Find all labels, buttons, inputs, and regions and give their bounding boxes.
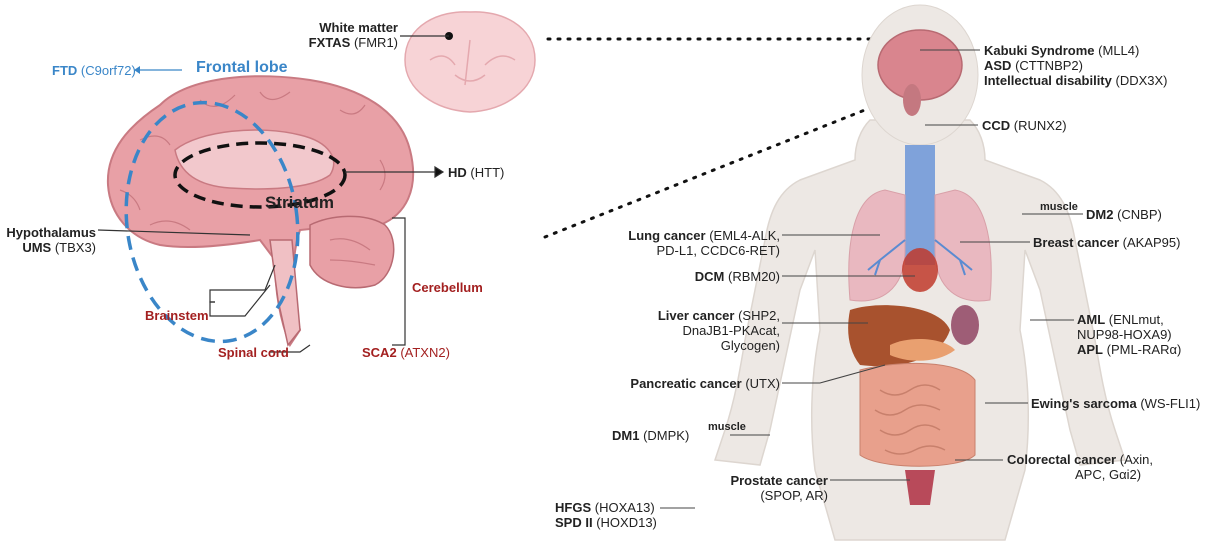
- asd-name: ASD: [984, 58, 1011, 73]
- aml-gene1: (ENLmut,: [1109, 312, 1164, 327]
- dm2-gene: (CNBP): [1117, 207, 1162, 222]
- ccd-label: CCD (RUNX2): [982, 118, 1067, 133]
- hfgs-gene: (HOXA13): [595, 500, 655, 515]
- fxtas-name: FXTAS: [309, 35, 351, 50]
- ewing-gene: (WS-FLI1): [1140, 396, 1200, 411]
- pancreatic-gene: (UTX): [745, 376, 780, 391]
- aml-label: AML (ENLmut,NUP98-HOXA9)APL (PML-RARα): [1077, 312, 1181, 357]
- pancreatic-name: Pancreatic cancer: [630, 376, 741, 391]
- sca2-gene: (ATXN2): [400, 345, 450, 360]
- hd-label: HD (HTT): [448, 165, 504, 180]
- liver-gene1: (SHP2,: [738, 308, 780, 323]
- colorectal-label: Colorectal cancer (Axin,APC, Gαi2): [1007, 452, 1153, 482]
- ewing-name: Ewing's sarcoma: [1031, 396, 1137, 411]
- apl-gene: (PML-RARα): [1107, 342, 1182, 357]
- aml-gene2: NUP98-HOXA9): [1077, 327, 1172, 342]
- pancreatic-label: Pancreatic cancer (UTX): [580, 376, 780, 391]
- dm1-name: DM1: [612, 428, 639, 443]
- dcm-label: DCM (RBM20): [640, 269, 780, 284]
- dcm-name: DCM: [695, 269, 725, 284]
- kabuki-label: Kabuki Syndrome (MLL4) ASD (CTTNBP2)Intel…: [984, 43, 1168, 88]
- spd-gene: (HOXD13): [596, 515, 657, 530]
- prostate-name: Prostate cancer: [730, 473, 828, 488]
- hd-name: HD: [448, 165, 467, 180]
- spinal-cord-label: Spinal cord: [218, 345, 289, 360]
- dm1-label: DM1 (DMPK): [612, 428, 689, 443]
- dm1-tag: muscle: [708, 420, 746, 435]
- fxtas-gene: (FMR1): [354, 35, 398, 50]
- liver-name: Liver cancer: [658, 308, 735, 323]
- brain-coronal: [400, 12, 535, 112]
- sca2-name: SCA2: [362, 345, 397, 360]
- colorectal-gene1: (Axin,: [1120, 452, 1153, 467]
- dm2-label: DM2 (CNBP): [1086, 207, 1162, 222]
- liver-gene3: Glycogen): [721, 338, 780, 353]
- breast-name: Breast cancer: [1033, 235, 1119, 250]
- id-gene: (DDX3X): [1116, 73, 1168, 88]
- prostate-gene: (SPOP, AR): [760, 488, 828, 503]
- lung-label: Lung cancer (EML4-ALK,PD-L1, CCDC6-RET): [600, 228, 780, 258]
- colorectal-gene2: APC, Gαi2): [1007, 467, 1141, 482]
- breast-gene: (AKAP95): [1123, 235, 1181, 250]
- ftd-name: FTD: [52, 63, 77, 78]
- spd-name: SPD II: [555, 515, 593, 530]
- kabuki-name: Kabuki Syndrome: [984, 43, 1095, 58]
- ccd-name: CCD: [982, 118, 1010, 133]
- ftd-label: FTD (C9orf72): [52, 63, 136, 78]
- lung-gene1: (EML4-ALK,: [709, 228, 780, 243]
- apl-name: APL: [1077, 342, 1103, 357]
- asd-gene: (CTTNBP2): [1015, 58, 1083, 73]
- ftd-gene: (C9orf72): [81, 63, 136, 78]
- liver-label: Liver cancer (SHP2,DnaJB1-PKAcat,Glycoge…: [600, 308, 780, 353]
- frontal-lobe-label: Frontal lobe: [196, 60, 288, 75]
- sca2-label: SCA2 (ATXN2): [362, 345, 450, 360]
- hypothalamus-text: Hypothalamus: [6, 225, 96, 240]
- hd-gene: (HTT): [470, 165, 504, 180]
- kabuki-gene: (MLL4): [1098, 43, 1139, 58]
- dm2-tag: muscle: [1040, 200, 1078, 215]
- hfgs-name: HFGS: [555, 500, 591, 515]
- liver-gene2: DnaJB1-PKAcat,: [682, 323, 780, 338]
- white-matter-text: White matter: [319, 20, 398, 35]
- lung-gene2: PD-L1, CCDC6-RET): [656, 243, 780, 258]
- ccd-gene: (RUNX2): [1014, 118, 1067, 133]
- hfgs-label: HFGS (HOXA13)SPD II (HOXD13): [555, 500, 657, 530]
- id-name: Intellectual disability: [984, 73, 1112, 88]
- ums-name: UMS: [22, 240, 51, 255]
- lung-name: Lung cancer: [628, 228, 705, 243]
- ewing-label: Ewing's sarcoma (WS-FLI1): [1031, 396, 1200, 411]
- cerebellum-label: Cerebellum: [412, 280, 483, 295]
- dm2-name: DM2: [1086, 207, 1113, 222]
- breast-label: Breast cancer (AKAP95): [1033, 235, 1180, 250]
- prostate-label: Prostate cancer(SPOP, AR): [700, 473, 828, 503]
- colorectal-name: Colorectal cancer: [1007, 452, 1116, 467]
- striatum-label: Striatum: [265, 195, 334, 210]
- dcm-gene: (RBM20): [728, 269, 780, 284]
- brainstem-label: Brainstem: [145, 308, 209, 323]
- dm1-gene: (DMPK): [643, 428, 689, 443]
- ums-gene: (TBX3): [55, 240, 96, 255]
- aml-name: AML: [1077, 312, 1105, 327]
